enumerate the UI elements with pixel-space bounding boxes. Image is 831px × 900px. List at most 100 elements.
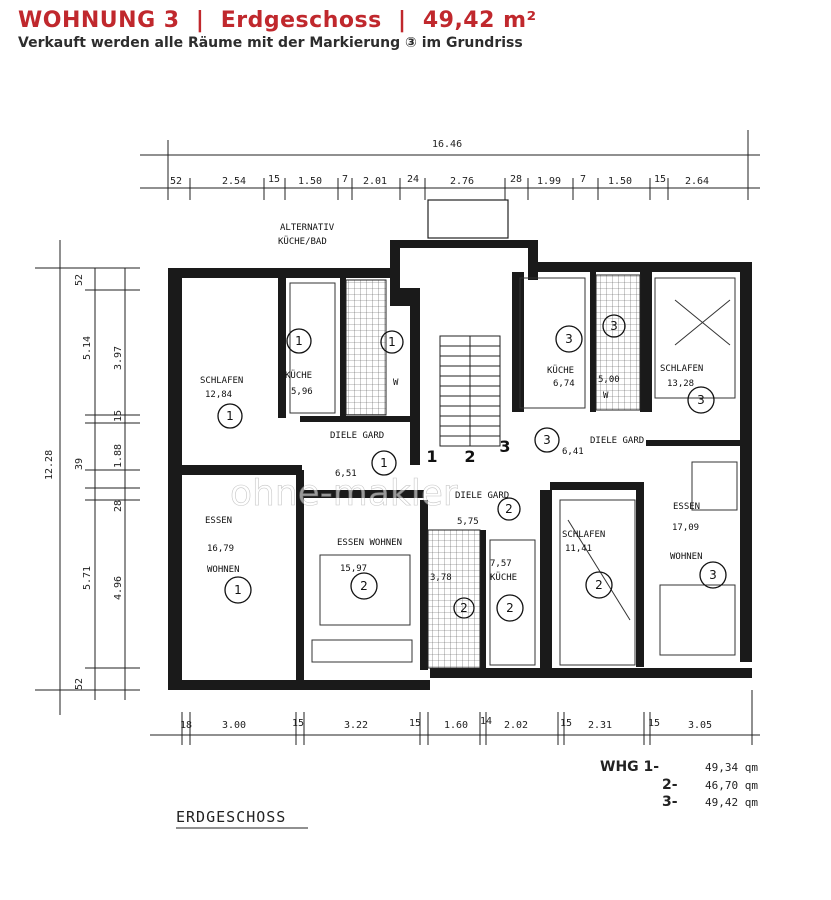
room-3-essen-area: 17,09 bbox=[672, 523, 699, 533]
page-subtitle: Verkauft werden alle Räume mit der Marki… bbox=[18, 35, 523, 51]
bath-1-tiles bbox=[345, 279, 387, 416]
dim-left-inner-5: 28 bbox=[113, 500, 124, 512]
area-summary: WHG 1- 49,34 qm 2- 46,70 qm 3- 49,42 qm bbox=[600, 759, 758, 810]
dim-top-0: 52 bbox=[170, 176, 182, 187]
dim-left-inner-2: 15 bbox=[113, 410, 124, 422]
bath-2-tiles bbox=[427, 529, 481, 669]
unit-marker-2d: 2 bbox=[460, 601, 468, 615]
stair-number-2: 2 bbox=[464, 447, 475, 466]
unit-marker-1a: 1 bbox=[226, 409, 234, 423]
watermark: ohne-makler bbox=[230, 473, 458, 514]
dim-bottom-0: 18 bbox=[180, 720, 192, 731]
room-3-diele-area: 6,41 bbox=[562, 447, 584, 457]
dim-left-total: 12.28 bbox=[44, 450, 55, 480]
room-2-kueche-name: KÜCHE bbox=[490, 572, 517, 583]
floor-label: ERDGESCHOSS bbox=[176, 808, 286, 826]
stair-number-1: 1 bbox=[426, 447, 437, 466]
dim-bottom-6: 14 bbox=[480, 716, 492, 727]
room-3-diele-name: DIELE GARD bbox=[590, 436, 644, 446]
top-dimensions: 16.46 52 2.54 15 1.50 7 2.01 24 2.76 28 … bbox=[140, 130, 760, 200]
unit-marker-3b: 3 bbox=[610, 319, 618, 333]
summary-label-3: 3- bbox=[662, 794, 678, 810]
dim-top-6: 24 bbox=[407, 174, 419, 185]
unit-marker-2b: 2 bbox=[505, 502, 513, 516]
room-2-schlafen-name: SCHLAFEN bbox=[562, 530, 605, 540]
room-2-diele-area: 5,75 bbox=[457, 517, 479, 527]
dim-bottom-4: 15 bbox=[409, 718, 421, 729]
room-2-essen-area: 15,97 bbox=[340, 564, 367, 574]
unit-marker-3d: 3 bbox=[543, 433, 551, 447]
dim-bottom-7: 2.02 bbox=[504, 720, 528, 731]
dim-top-4: 7 bbox=[342, 174, 348, 185]
note-kueche-bad: KÜCHE/BAD bbox=[278, 236, 327, 247]
room-2-essen-name: ESSEN WOHNEN bbox=[337, 538, 402, 548]
dim-top-3: 1.50 bbox=[298, 176, 322, 187]
interior-walls bbox=[182, 272, 740, 680]
dim-bottom-10: 15 bbox=[648, 718, 660, 729]
staircase bbox=[439, 335, 501, 447]
unit-marker-2a: 2 bbox=[360, 579, 368, 593]
dim-left-inner-1: 3.97 bbox=[113, 346, 124, 370]
dim-top-11: 1.50 bbox=[608, 176, 632, 187]
dim-bottom-3: 3.22 bbox=[344, 720, 368, 731]
bottom-dimensions: 18 3.00 15 3.22 15 1.60 14 2.02 15 2.31 … bbox=[150, 690, 760, 745]
room-2-schlafen-area: 11,41 bbox=[565, 544, 592, 554]
unit-marker-3a: 3 bbox=[565, 332, 573, 346]
dim-top-1: 2.54 bbox=[222, 176, 246, 187]
room-3-kueche-area: 6,74 bbox=[553, 379, 575, 389]
outer-walls bbox=[168, 240, 752, 690]
bath-3-tiles bbox=[595, 274, 641, 411]
summary-label-1: WHG 1- bbox=[600, 759, 659, 775]
dim-bottom-5: 1.60 bbox=[444, 720, 468, 731]
unit-marker-1c: 1 bbox=[388, 335, 396, 349]
bath-3-w: W bbox=[603, 391, 609, 401]
room-2-diele-name: DIELE GARD bbox=[455, 491, 509, 501]
dim-bottom-11: 3.05 bbox=[688, 720, 712, 731]
unit-marker-3c: 3 bbox=[697, 393, 705, 407]
room-1-diele-name: DIELE GARD bbox=[330, 431, 384, 441]
entrance-canopy bbox=[427, 199, 509, 239]
summary-area-1: 49,34 qm bbox=[705, 761, 758, 774]
room-3-schlafen-area: 13,28 bbox=[667, 379, 694, 389]
dim-left-inner-7: 52 bbox=[74, 678, 85, 690]
dim-left-inner-6: 4.96 bbox=[113, 576, 124, 600]
dim-left-outer-0: 5.14 bbox=[82, 336, 93, 360]
unit-marker-2c: 2 bbox=[506, 601, 514, 615]
room-1-schlafen-area: 12,84 bbox=[205, 390, 232, 400]
unit-marker-1b: 1 bbox=[295, 334, 303, 348]
dim-left-inner-0: 52 bbox=[74, 274, 85, 286]
dim-bottom-2: 15 bbox=[292, 718, 304, 729]
unit-marker-2e: 2 bbox=[595, 578, 603, 592]
unit-marker-1d: 1 bbox=[380, 456, 388, 470]
room-1-kueche-area: 5,96 bbox=[291, 387, 313, 397]
dim-top-9: 1.99 bbox=[537, 176, 561, 187]
room-3-kueche-name: KÜCHE bbox=[547, 365, 574, 376]
dim-left-outer-1: 5.71 bbox=[82, 566, 93, 590]
header: WOHNUNG 3 | Erdgeschoss | 49,42 m² Verka… bbox=[18, 8, 537, 51]
unit-markers: 1 1 1 1 1 2 2 2 2 2 3 3 3 3 3 bbox=[217, 314, 727, 622]
room-3-schlafen-name: SCHLAFEN bbox=[660, 364, 703, 374]
summary-area-3: 49,42 qm bbox=[705, 796, 758, 809]
left-dimensions: 12.28 5.14 5.71 52 3.97 15 1.88 39 28 4.… bbox=[35, 240, 140, 715]
room-1-kueche-name: KÜCHE bbox=[285, 370, 312, 381]
dim-bottom-1: 3.00 bbox=[222, 720, 246, 731]
stair-number-3: 3 bbox=[499, 437, 510, 456]
dim-top-5: 2.01 bbox=[363, 176, 387, 187]
dim-top-7: 2.76 bbox=[450, 176, 474, 187]
room-labels: SCHLAFEN 12,84 KÜCHE 5,96 DIELE GARD 6,5… bbox=[200, 364, 703, 583]
summary-area-2: 46,70 qm bbox=[705, 779, 758, 792]
dim-bottom-8: 15 bbox=[560, 718, 572, 729]
dim-top-12: 15 bbox=[654, 174, 666, 185]
dim-top-2: 15 bbox=[268, 174, 280, 185]
room-1-essen-area: 16,79 bbox=[207, 544, 234, 554]
room-1-diele-area: 6,51 bbox=[335, 469, 357, 479]
bath-3-area: 5,00 bbox=[598, 375, 620, 385]
unit-marker-3e: 3 bbox=[709, 568, 717, 582]
room-1-wohnen-name: WOHNEN bbox=[207, 565, 240, 575]
room-1-schlafen-name: SCHLAFEN bbox=[200, 376, 243, 386]
bath-2-area: 3,78 bbox=[430, 573, 452, 583]
unit-marker-1e: 1 bbox=[234, 583, 242, 597]
dim-top-13: 2.64 bbox=[685, 176, 709, 187]
summary-label-2: 2- bbox=[662, 777, 678, 793]
